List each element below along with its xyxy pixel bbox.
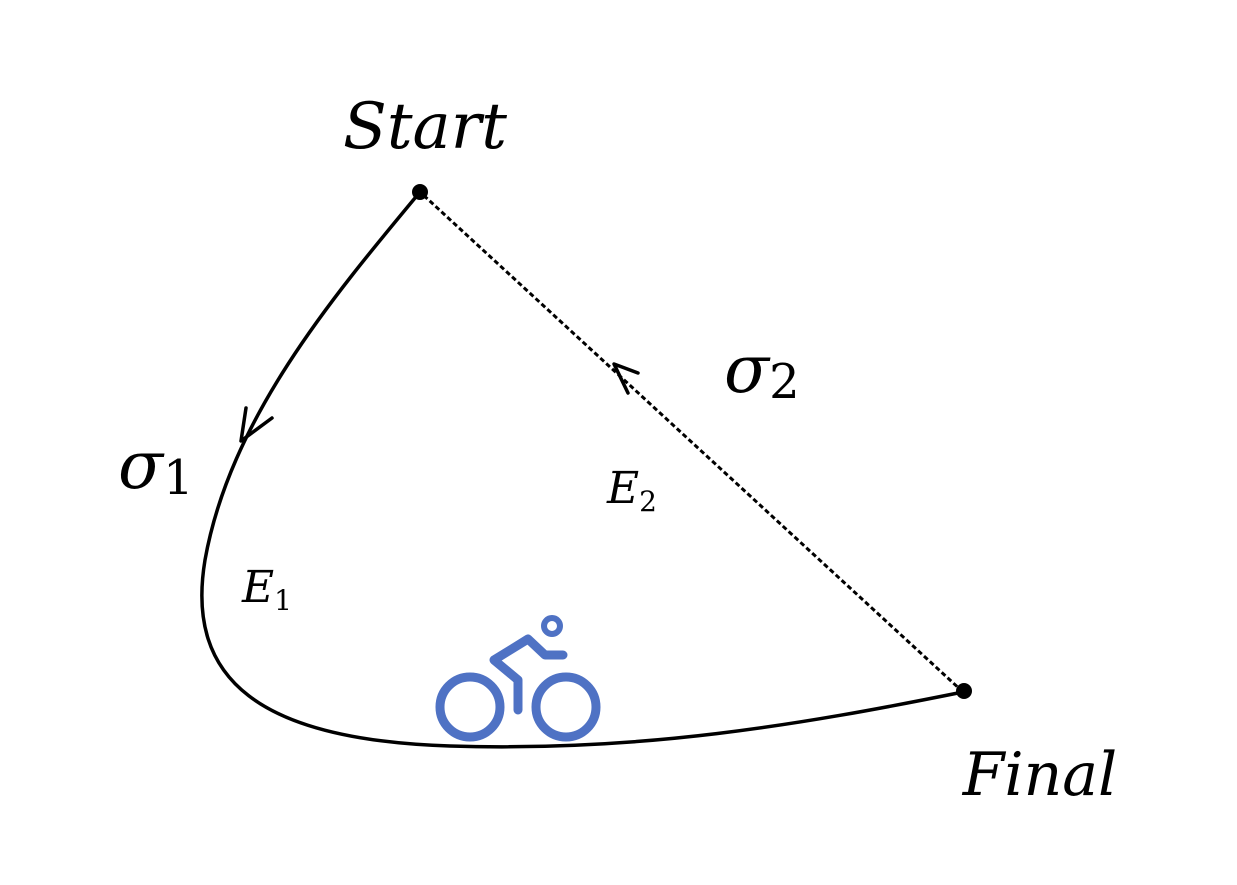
final-point xyxy=(956,683,972,699)
e1-label: E1 xyxy=(241,562,292,617)
sigma2-path xyxy=(418,190,965,694)
sigma2-arrowhead xyxy=(612,362,640,395)
start-label: Start xyxy=(343,90,507,164)
bicycle-rider-icon xyxy=(435,615,601,742)
sigma1-path xyxy=(200,190,965,749)
sigma1-label: σ1 xyxy=(118,427,194,506)
final-label: Final xyxy=(962,740,1117,810)
sigma1-arrowhead xyxy=(239,406,274,443)
sigma2-label: σ2 xyxy=(724,331,800,410)
start-point xyxy=(412,184,428,200)
e2-label: E2 xyxy=(606,463,657,518)
